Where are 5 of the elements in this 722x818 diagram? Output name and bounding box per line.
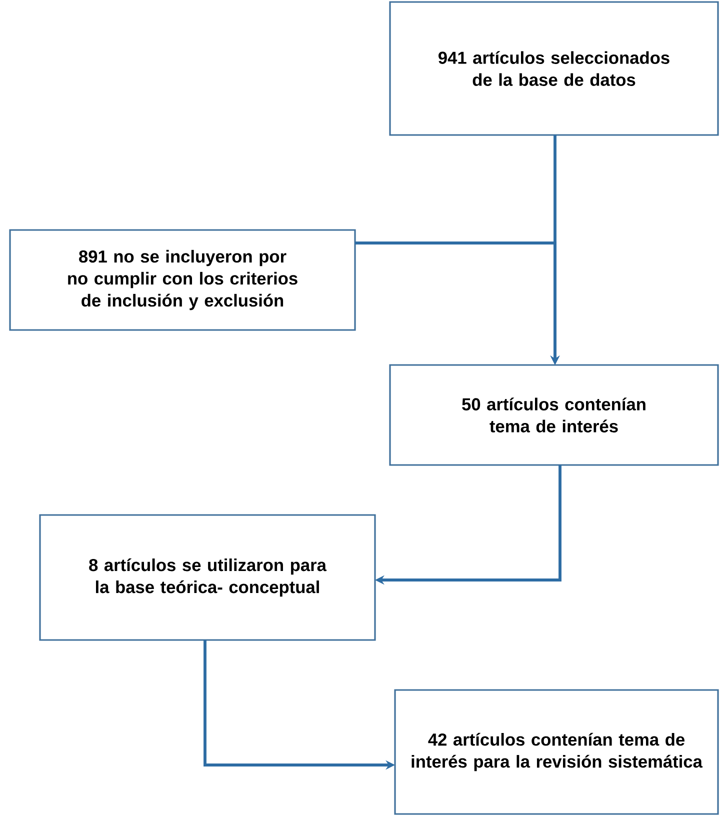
process-box: 941 artículos seleccionados de la base de datos xyxy=(389,1,719,136)
process-box: 50 artículos contenían tema de interés xyxy=(389,364,719,466)
process-box: 8 artículos se utilizaron para la base teórica- conceptual xyxy=(39,514,376,641)
process-box: 891 no se incluyeron por no cumplir con los criterios de inclusión y exclusión xyxy=(9,229,356,331)
process-box: 42 artículos contenían tema de interés para la revisión sistemática xyxy=(394,689,719,815)
